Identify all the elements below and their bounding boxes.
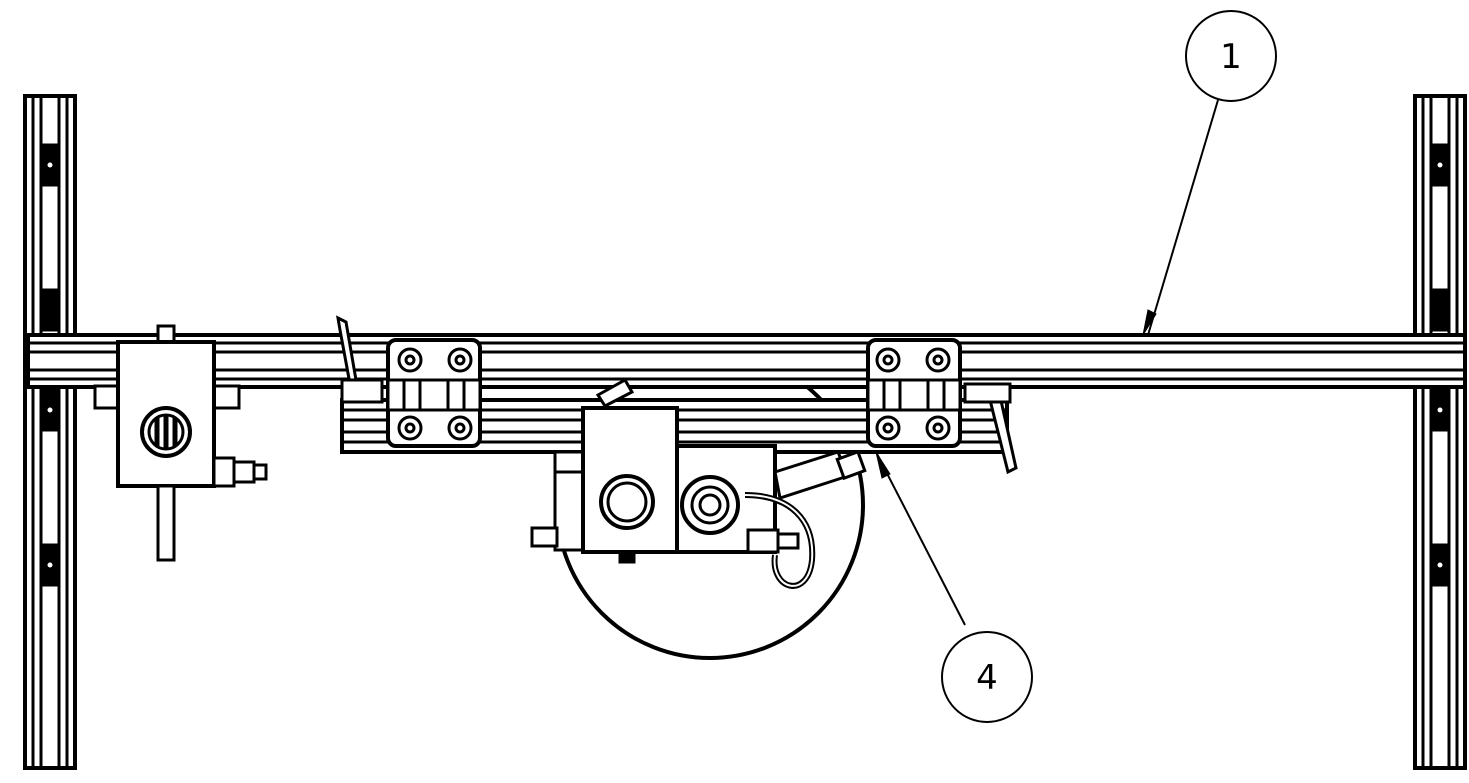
horizontal-extrusion-rail	[26, 333, 1467, 389]
left-valve-block	[93, 324, 268, 562]
callout-4-balloon	[941, 631, 1033, 723]
center-actuator-assembly	[530, 377, 867, 589]
right-clamp-block	[866, 338, 962, 448]
callout-1-leader	[1147, 99, 1219, 336]
callout-4-label: 4	[976, 658, 998, 698]
callout-4-arrowhead	[875, 451, 891, 479]
left-clamp-block	[386, 338, 482, 448]
callout-1-label: 1	[1220, 37, 1242, 77]
left-upright-extrusion	[23, 94, 77, 770]
callout-1-balloon	[1185, 10, 1277, 102]
right-upright-extrusion	[1413, 94, 1467, 770]
callout-4-leader	[875, 451, 966, 626]
callout-1-arrowhead	[1142, 309, 1157, 336]
